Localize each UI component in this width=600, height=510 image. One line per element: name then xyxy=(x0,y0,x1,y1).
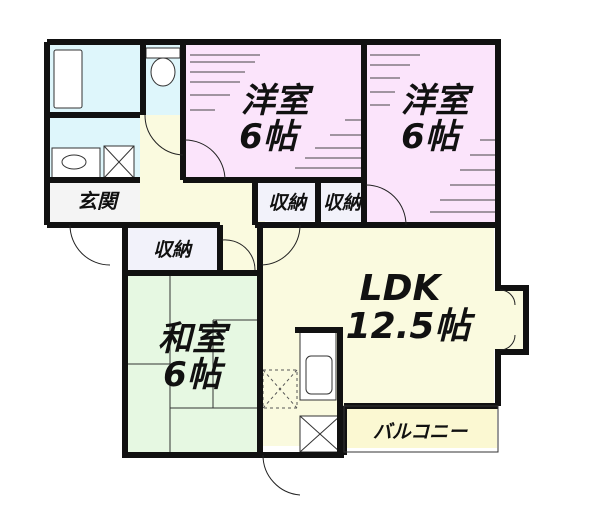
ldk-name: LDK xyxy=(360,268,444,309)
toilet-bowl-icon xyxy=(150,57,176,87)
storage-1-label: 収納 xyxy=(153,239,193,261)
door-swings xyxy=(69,114,516,496)
fixtures xyxy=(51,47,341,453)
bathtub-icon xyxy=(53,49,83,109)
storage-3-label: 収納 xyxy=(323,192,363,214)
balcony-label: バルコニー xyxy=(373,421,469,443)
ldk-size: 12.5帖 xyxy=(346,306,477,347)
japanese-room-size: 6帖 xyxy=(163,355,226,395)
western-room-1-name: 洋室 xyxy=(241,81,314,121)
tatami-lines xyxy=(127,276,259,453)
japanese-room-name: 和室 xyxy=(158,319,231,359)
storage-3 xyxy=(320,183,365,221)
western-room-1-size: 6帖 xyxy=(239,117,302,157)
hatching xyxy=(190,54,496,213)
entrance-label: 玄関 xyxy=(77,189,120,213)
sink-icon xyxy=(61,154,87,170)
storage-2 xyxy=(258,183,318,221)
storage-2-label: 収納 xyxy=(268,192,308,214)
balcony-outline xyxy=(343,405,499,453)
storage-1 xyxy=(127,226,217,271)
balcony xyxy=(347,406,497,448)
western-room-2 xyxy=(366,45,496,225)
bay-window xyxy=(494,290,524,350)
western-room-2-size: 6帖 xyxy=(401,117,464,157)
stove-icon xyxy=(305,355,333,395)
toilet-tank-icon xyxy=(145,47,181,59)
entrance xyxy=(50,182,140,222)
walls xyxy=(44,39,529,458)
western-room-2-name: 洋室 xyxy=(401,81,474,121)
